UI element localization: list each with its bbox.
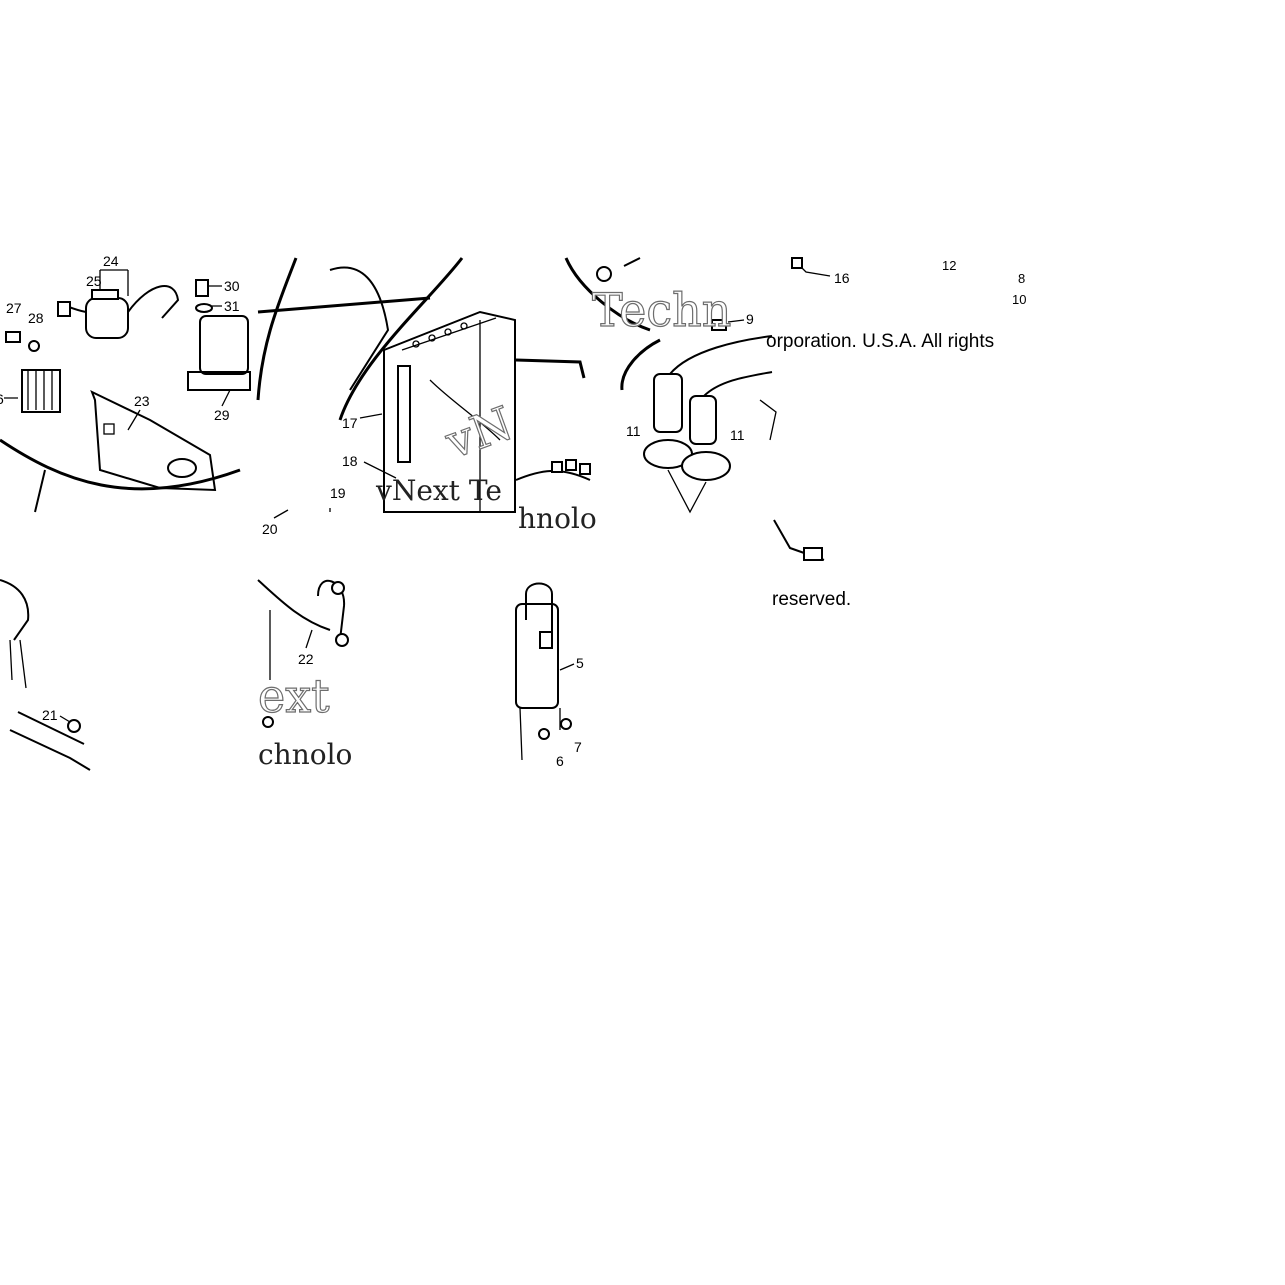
leaders (273, 508, 331, 649)
frame-piece (515, 358, 586, 379)
nut-21 (67, 719, 81, 733)
panel-bottom-left: 21 (0, 579, 91, 771)
leader-boots (667, 469, 707, 514)
coil-partial (0, 579, 30, 641)
bolt-25 (91, 289, 119, 300)
callout-8: 8 (1018, 271, 1025, 286)
frame-arc (564, 257, 651, 332)
callout-12: 12 (942, 258, 956, 273)
callout-25: 25 (86, 273, 102, 289)
callout-5: 5 (576, 655, 584, 671)
callout-9: 9 (746, 311, 754, 327)
panel-bottom-middle: ext chnolo 20 19 22 (257, 485, 352, 771)
bracket-tab (103, 423, 115, 435)
panel-bottom-right: hnolo 5 7 6 (515, 502, 597, 769)
callout-28: 28 (28, 310, 44, 326)
leaders (359, 320, 481, 512)
callout-11a: 11 (626, 423, 641, 439)
coil-lead (525, 582, 553, 640)
panel-top-left: 24 25 27 28 6 23 30 31 29 (0, 253, 251, 513)
frame-edge (256, 257, 298, 401)
solenoid-24 (85, 297, 129, 339)
solenoid-wire (127, 285, 180, 319)
callout-27: 27 (6, 300, 22, 316)
clip-9 (711, 319, 727, 331)
regulator-fins (27, 370, 53, 410)
harness-22 (257, 579, 331, 631)
bolt-30 (195, 279, 209, 297)
panel-top-right: Techn 9 11 11 (515, 257, 773, 514)
washer-7 (560, 718, 572, 730)
relay-29 (199, 315, 249, 375)
callout-30: 30 (224, 278, 240, 294)
frame-line (34, 469, 46, 513)
leaders (519, 663, 575, 761)
callout-24: 24 (103, 253, 119, 269)
coil-wires (9, 639, 27, 689)
callout-21: 21 (42, 707, 58, 723)
plug-cap-a (653, 373, 683, 433)
seat-shape (329, 266, 390, 391)
pin (623, 257, 641, 267)
callout-6a: 6 (0, 391, 4, 407)
cross-bar (257, 296, 431, 314)
relay-mount (187, 371, 251, 391)
leader-21 (59, 715, 71, 723)
boot-b (681, 451, 731, 481)
callout-20: 20 (262, 521, 278, 537)
callout-11b: 11 (730, 427, 745, 443)
frame-arc-2 (620, 338, 661, 391)
callout-6b: 6 (556, 753, 564, 769)
plug-cap-b (689, 395, 717, 445)
nut-28 (28, 340, 40, 352)
leaders (4, 285, 231, 431)
bolt-27 (5, 331, 21, 343)
copyright-line-2: reserved. (772, 589, 852, 610)
frame-diagonal (338, 257, 464, 421)
bracket-23 (90, 390, 217, 492)
rod-end (803, 547, 823, 561)
watermark-text-ext: ext (258, 669, 330, 723)
harness (515, 469, 591, 481)
hv-lead-a (669, 335, 773, 375)
callout-23: 23 (134, 393, 150, 409)
coil-5 (515, 603, 559, 709)
nut (262, 716, 274, 728)
plate (9, 711, 91, 771)
partial-part (759, 399, 777, 441)
callout-22: 22 (298, 651, 314, 667)
callout-19: 19 (330, 485, 346, 501)
leader-9 (727, 319, 745, 323)
watermark-text-chnolo: chnolo (258, 738, 352, 771)
callout-18: 18 (342, 453, 358, 469)
bracket-hole (167, 458, 197, 478)
nut (596, 266, 612, 282)
panel-far-right: 16 12 8 10 (759, 257, 1026, 561)
washer-31 (195, 303, 213, 313)
callout-29: 29 (214, 407, 230, 423)
connector (57, 301, 71, 317)
frame-curve (0, 438, 241, 491)
callout-7: 7 (574, 739, 582, 755)
bolt-6 (538, 728, 550, 740)
leader-24 (99, 269, 129, 296)
callout-16: 16 (834, 270, 850, 286)
watermark-text-techn: Techn (592, 283, 731, 337)
vent-tube (397, 365, 411, 463)
callout-17: 17 (342, 415, 358, 431)
panel-top-middle: vNext Te 17 18 (256, 257, 516, 513)
battery-lead (429, 379, 501, 441)
copyright-line-1: orporation. U.S.A. All rights (766, 331, 995, 352)
callout-10: 10 (1012, 292, 1026, 307)
watermark-text: vNext Te (375, 474, 502, 507)
hv-lead-b (703, 371, 773, 397)
watermark-text-hnolo: hnolo (518, 502, 597, 535)
callout-31: 31 (224, 298, 240, 314)
